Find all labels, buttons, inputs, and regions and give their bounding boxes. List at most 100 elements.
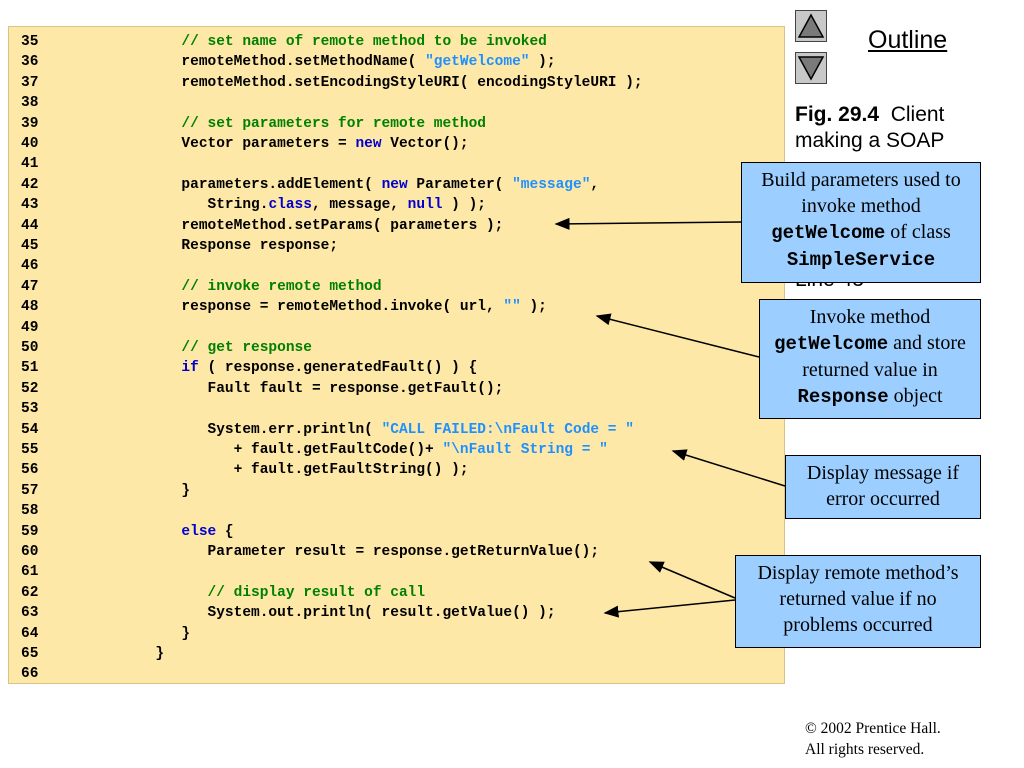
code-line: 55 + fault.getFaultCode()+ "\nFault Stri… [21, 440, 608, 460]
code-line: 46 [21, 256, 77, 276]
code-line: 63 System.out.println( result.getValue()… [21, 603, 556, 623]
line-number: 41 [21, 156, 39, 173]
code-text: Parameter( [407, 176, 513, 193]
line-number: 38 [21, 95, 39, 112]
callout-code: getWelcome [774, 333, 889, 355]
line-number: 57 [21, 482, 39, 499]
callout-text: Display message if error occurred [806, 462, 960, 510]
code-line: 54 System.err.println( "CALL FAILED:\nFa… [21, 420, 634, 440]
arrow-build-parameters [554, 217, 742, 230]
code-text: Vector(); [381, 136, 469, 152]
line-number: 43 [21, 197, 39, 214]
callout-build-parameters: Build parameters used to invoke method g… [741, 162, 981, 283]
code-text: parameters.addElement( [77, 176, 382, 193]
previous-slide-button[interactable] [795, 10, 827, 42]
code-text: Parameter result = response.getReturnVal… [77, 544, 600, 560]
callout-text: Display remote method’s returned value i… [757, 562, 959, 636]
code-line: 53 [21, 399, 77, 419]
code-line: 38 [21, 93, 77, 113]
line-number: 37 [21, 74, 39, 91]
code-text: response = remoteMethod.invoke( url, [77, 299, 504, 316]
code-text: , [590, 176, 600, 193]
code-line: 50 // get response [21, 338, 312, 358]
figure-caption: Fig. 29.4 Client making a SOAP [795, 102, 985, 154]
outline-link[interactable]: Outline [868, 26, 948, 54]
line-number: 62 [21, 584, 39, 601]
line-number: 36 [21, 54, 39, 71]
line-number: 48 [21, 299, 39, 316]
code-line: 58 [21, 501, 77, 521]
code-line: 35 // set name of remote method to be in… [21, 32, 547, 52]
line-number: 61 [21, 564, 39, 581]
code-text: ); [520, 299, 547, 316]
code-line: 48 response = remoteMethod.invoke( url, … [21, 297, 547, 317]
code-line: 42 parameters.addElement( new Parameter(… [21, 175, 599, 195]
code-text: remoteMethod.setMethodName( [77, 54, 426, 71]
code-text: + fault.getFaultString() ); [77, 462, 469, 479]
code-text: System.out.println( result.getValue() ); [77, 605, 556, 622]
line-number: 56 [21, 462, 39, 479]
code-line: 56 + fault.getFaultString() ); [21, 460, 469, 480]
code-comment: // set name of remote method to be invok… [181, 34, 547, 50]
code-keyword: if [181, 360, 199, 377]
code-line: 39 // set parameters for remote method [21, 114, 486, 134]
code-line: 44 remoteMethod.setParams( parameters ); [21, 216, 503, 236]
code-line: 52 Fault fault = response.getFault(); [21, 379, 503, 399]
code-line: 37 remoteMethod.setEncodingStyleURI( enc… [21, 73, 643, 93]
code-text: remoteMethod.setEncodingStyleURI( encodi… [77, 74, 643, 91]
line-number: 46 [21, 258, 39, 275]
code-text: String. [77, 197, 269, 214]
code-line: 45 Response response; [21, 236, 338, 256]
callout-display-result: Display remote method’s returned value i… [735, 555, 981, 648]
callout-code: getWelcome [771, 222, 886, 244]
line-number: 63 [21, 605, 39, 622]
code-string: "CALL FAILED:\nFault Code = " [381, 421, 634, 438]
code-comment: // get response [181, 340, 312, 356]
figure-text-2: making a SOAP [795, 129, 945, 152]
copyright-notice: © 2002 Prentice Hall. All rights reserve… [805, 718, 941, 760]
code-listing-panel: 35 // set name of remote method to be in… [8, 26, 785, 684]
line-number: 53 [21, 401, 39, 418]
code-text: Vector parameters = [77, 136, 356, 152]
code-line: 61 [21, 562, 77, 582]
code-keyword: else [181, 523, 217, 540]
code-string: "" [503, 299, 521, 316]
code-comment: // display result of call [207, 584, 426, 601]
callout-text: object [893, 385, 943, 407]
line-number: 65 [21, 646, 39, 662]
code-line: 43 String.class, message, null ) ); [21, 195, 486, 215]
triangle-down-icon [797, 56, 825, 81]
code-text: ( response.generatedFault() ) { [198, 360, 478, 377]
code-text: } [77, 482, 191, 499]
code-keyword: class [268, 197, 312, 214]
code-line: 41 [21, 154, 77, 174]
code-keyword: new [381, 176, 408, 193]
code-comment: // invoke remote method [181, 278, 382, 295]
copyright-line-1: © 2002 Prentice Hall. [805, 720, 941, 737]
code-text: System.err.println( [77, 421, 382, 438]
line-number: 59 [21, 523, 39, 540]
code-text: } [77, 625, 191, 642]
figure-text-1: Client [890, 103, 945, 126]
line-number: 49 [21, 319, 39, 336]
line-number: 42 [21, 176, 39, 193]
copyright-line-2: All rights reserved. [805, 741, 925, 758]
code-line: 59 else { [21, 522, 234, 542]
arrow-display-result-1 [648, 561, 736, 599]
code-keyword: new [355, 136, 382, 152]
code-string: "message" [512, 176, 591, 193]
code-text: } [77, 646, 165, 662]
line-number: 60 [21, 544, 39, 560]
code-text: ) ); [442, 197, 486, 214]
line-number: 45 [21, 238, 39, 254]
line-number: 52 [21, 380, 39, 397]
line-number: 50 [21, 340, 39, 356]
arrow-display-error [671, 449, 786, 487]
code-text: ); [529, 54, 556, 71]
code-text: { [216, 523, 234, 540]
next-slide-button[interactable] [795, 52, 827, 84]
code-line: 65 } [21, 644, 164, 664]
code-line: 40 Vector parameters = new Vector(); [21, 134, 469, 154]
callout-text: of class [890, 221, 951, 243]
